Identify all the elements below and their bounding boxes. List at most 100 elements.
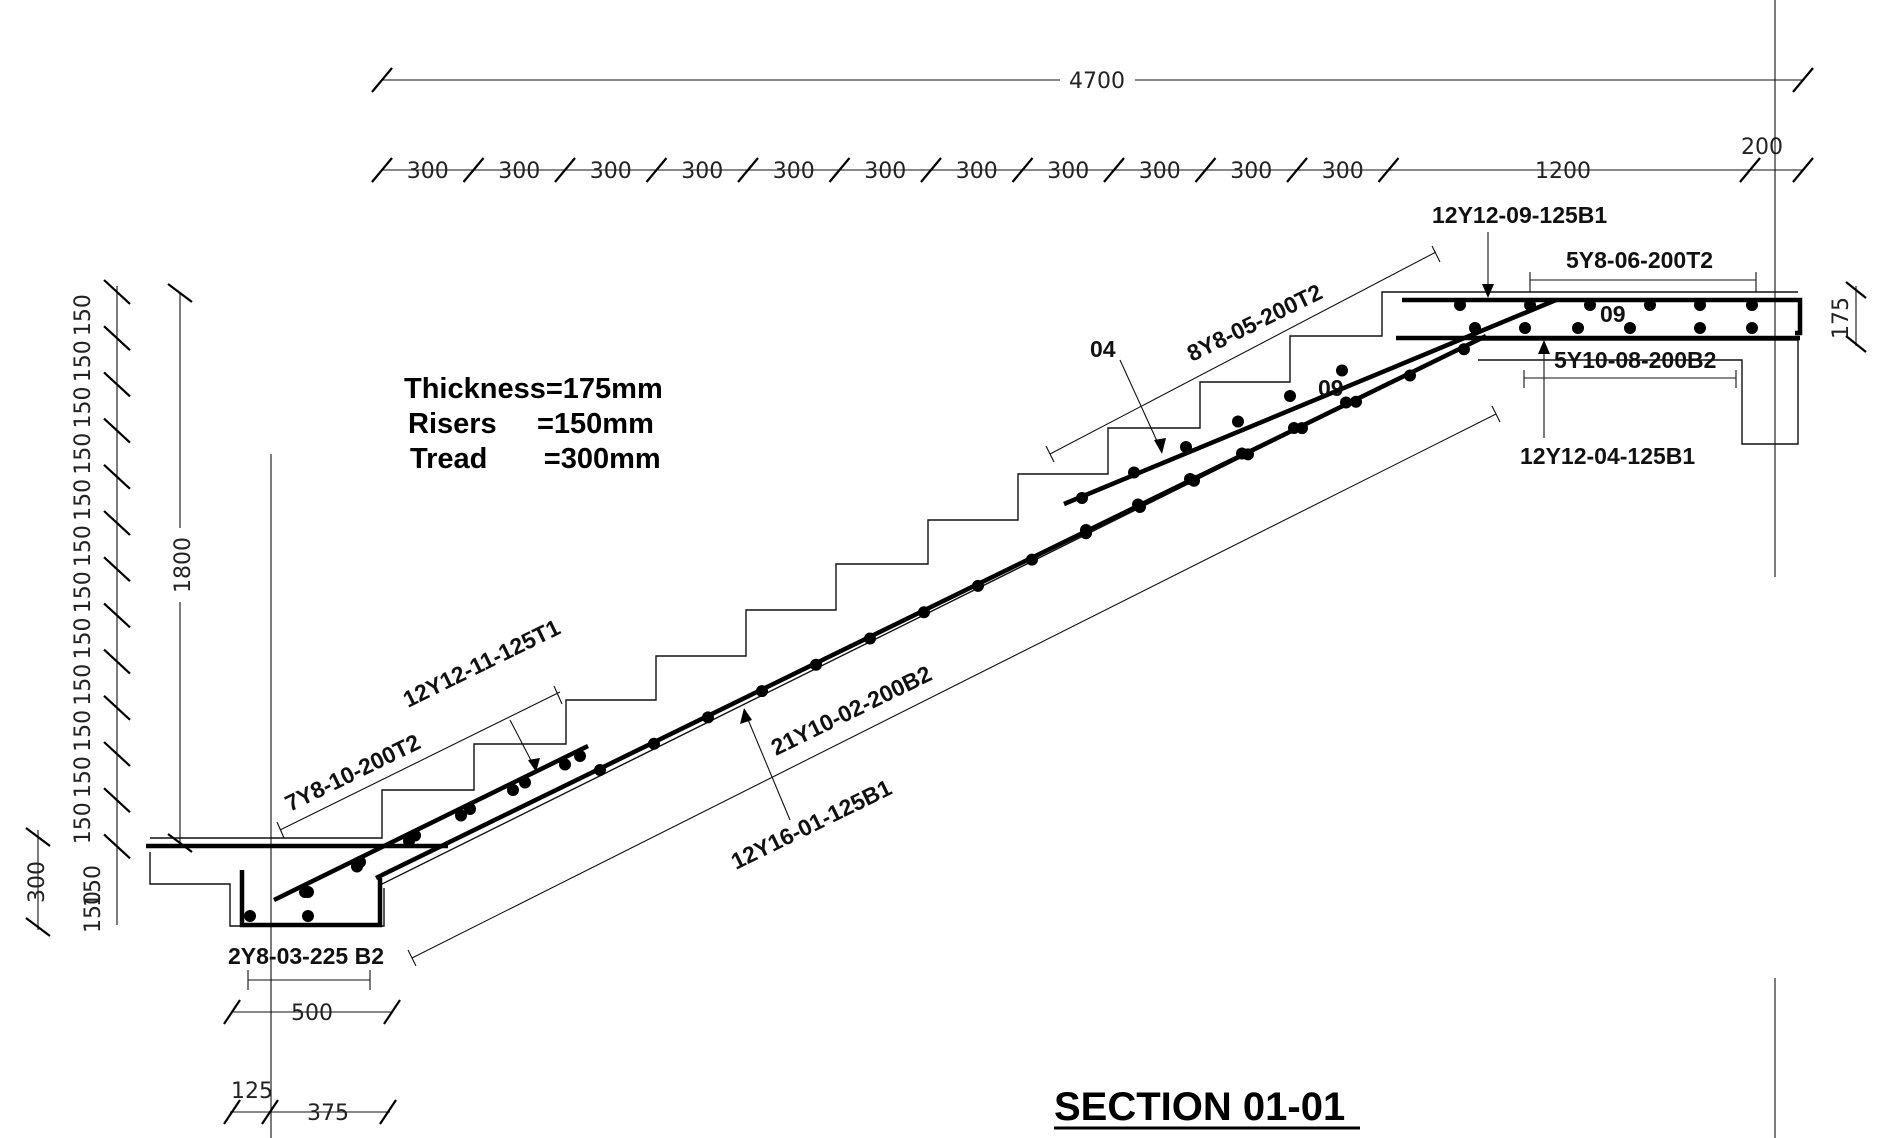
tread-dimension-label: 300 xyxy=(1047,159,1089,184)
riser-tick xyxy=(103,371,131,398)
rebar-dot xyxy=(1132,498,1144,511)
rebar-dot xyxy=(594,764,606,776)
rebar-dot xyxy=(1694,322,1706,334)
tread-dimension-label: 300 xyxy=(407,159,449,184)
rebar-dot xyxy=(1340,396,1352,409)
riser-dimension-label: 150 xyxy=(71,571,96,613)
rebar-dot xyxy=(1572,322,1584,334)
riser-tick xyxy=(103,463,131,490)
rebar-dot xyxy=(1236,447,1248,460)
tread-dimension-label: 300 xyxy=(773,159,815,184)
bar-09 xyxy=(1402,297,1803,336)
rebar-dot xyxy=(918,606,930,619)
tread-dimension-label: 300 xyxy=(864,159,906,184)
tread-dimension-label: 300 xyxy=(590,159,632,184)
landing-dimension-label: 1200 xyxy=(1535,159,1591,184)
tread-tick xyxy=(462,157,485,183)
rebar-dot xyxy=(1350,395,1362,408)
riser-tick xyxy=(103,602,131,629)
riser-tick xyxy=(103,787,131,814)
tread-tick xyxy=(1739,157,1761,183)
riser-dimension-label: 150 xyxy=(71,433,96,475)
rebar-dot xyxy=(1026,553,1038,566)
rebar-dot xyxy=(1336,364,1348,377)
tread-dimension-label: 300 xyxy=(1230,159,1272,184)
tread-dimension-label: 300 xyxy=(681,159,723,184)
rebar-dot xyxy=(702,711,714,724)
label-bar-08: 5Y10-08-200B2 xyxy=(1554,347,1716,373)
riser-dimension-label: 150 xyxy=(71,340,96,382)
rebar-dot xyxy=(574,750,586,762)
rebar-dot xyxy=(1746,322,1758,334)
label-bar-04-tag: 04 xyxy=(1090,336,1116,362)
riser-tick xyxy=(103,741,131,767)
footing-depth-dimension: 300 xyxy=(25,827,51,937)
rebar-dot xyxy=(1128,466,1140,479)
footing-right-label: 375 xyxy=(307,1101,349,1126)
riser-dimension-label: 150 xyxy=(71,756,96,798)
rebar-dot xyxy=(1076,492,1088,504)
footing-lower-label: 150 xyxy=(81,891,106,933)
tread-tick xyxy=(554,157,576,183)
rebar-dot xyxy=(455,809,467,822)
tread-tick xyxy=(1286,157,1308,183)
notes-block: Thickness=175mm Risers =150mm Tread =300… xyxy=(404,373,663,475)
rebar-dot xyxy=(409,829,421,842)
rebar-dot xyxy=(1180,441,1192,453)
total-height-label: 1800 xyxy=(171,537,196,593)
riser-dimension-label: 150 xyxy=(71,618,96,660)
tread-tick xyxy=(828,157,851,183)
label-bar-01: 12Y16-01-125B1 xyxy=(727,774,896,874)
rebar-dot xyxy=(1404,369,1416,382)
section-title-text: SECTION 01-01 xyxy=(1054,1085,1345,1129)
rebar-dot xyxy=(1624,322,1636,334)
rebar-dot xyxy=(1469,322,1481,334)
rebar-dot xyxy=(1184,473,1196,485)
riser-dimension-label: 150 xyxy=(71,802,96,844)
label-bar-09-tag-lower: 09 xyxy=(1318,375,1344,401)
footing-left-label: 125 xyxy=(231,1079,273,1104)
label-bar-09-tag-upper: 09 xyxy=(1600,301,1626,327)
tread-dimension-label: 300 xyxy=(956,159,998,184)
rebar-dot xyxy=(1284,390,1296,402)
riser-tick xyxy=(103,556,131,583)
tread-tick xyxy=(1792,157,1814,183)
tread-tick xyxy=(920,157,942,183)
footing-width-label: 500 xyxy=(291,1001,333,1026)
reinforcement-bars xyxy=(146,297,1803,928)
tread-tick xyxy=(1377,157,1400,183)
riser-tick xyxy=(103,325,131,352)
tread-tick xyxy=(371,157,393,183)
rebar-dot xyxy=(810,658,822,671)
rebar-dot xyxy=(464,803,476,815)
riser-tick xyxy=(103,648,131,675)
riser-dimension-label: 150 xyxy=(71,664,96,706)
total-height-dimension: 1800 xyxy=(167,283,196,853)
note-risers: Risers =150mm xyxy=(408,408,654,440)
rebar-dot xyxy=(1458,343,1470,356)
riser-tick xyxy=(103,833,131,860)
tread-tick xyxy=(1194,157,1217,183)
rebar-dot xyxy=(1746,299,1758,311)
riser-tick xyxy=(103,417,131,444)
tread-tick xyxy=(645,157,668,183)
rebar-dot xyxy=(1644,299,1656,311)
bar-03 xyxy=(239,870,383,928)
rebar-dot xyxy=(648,737,660,750)
rebar-dot xyxy=(354,856,366,868)
rebar-dot xyxy=(244,910,256,922)
note-thickness: Thickness=175mm xyxy=(404,373,663,405)
footing-depth-label: 300 xyxy=(25,861,50,903)
note-tread: Tread =300mm xyxy=(410,443,661,475)
rebar-dot xyxy=(972,579,984,592)
rebar-dot xyxy=(1454,299,1466,311)
riser-tick xyxy=(103,279,131,305)
bar-05 xyxy=(1063,297,1557,507)
rebar-dot xyxy=(1080,524,1092,536)
rebar-dot xyxy=(1519,322,1531,334)
riser-tick xyxy=(103,694,131,721)
misc-dimension-labels: 175 500 125 375 150 150 xyxy=(81,297,1854,1126)
rebar-dot xyxy=(507,784,519,796)
